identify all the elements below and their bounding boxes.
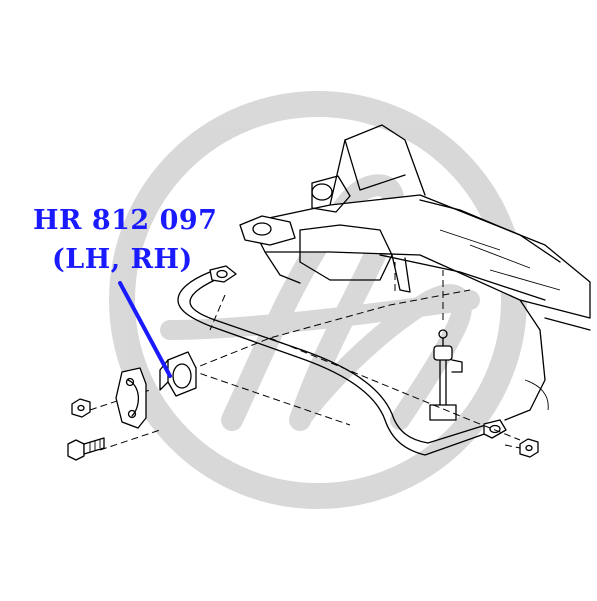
callout-leader-line xyxy=(118,281,172,378)
assembly-guides xyxy=(89,262,531,451)
stabilizer-bushing xyxy=(159,351,197,397)
subframe xyxy=(249,124,591,421)
watermark-logo xyxy=(109,91,527,509)
part-number-label: HR 812 097 xyxy=(33,205,218,236)
bolt-left xyxy=(67,437,105,461)
clamp-bracket xyxy=(115,367,147,429)
stabilizer-link xyxy=(429,329,463,421)
upper-bracket xyxy=(239,215,296,246)
nut-left xyxy=(71,398,91,418)
stabilizer-bar xyxy=(177,265,507,456)
part-side-label: (LH, RH) xyxy=(52,244,193,275)
watermark-letter-stroke-3 xyxy=(290,284,472,430)
nut-right xyxy=(519,438,539,458)
watermark-ring xyxy=(109,91,527,509)
